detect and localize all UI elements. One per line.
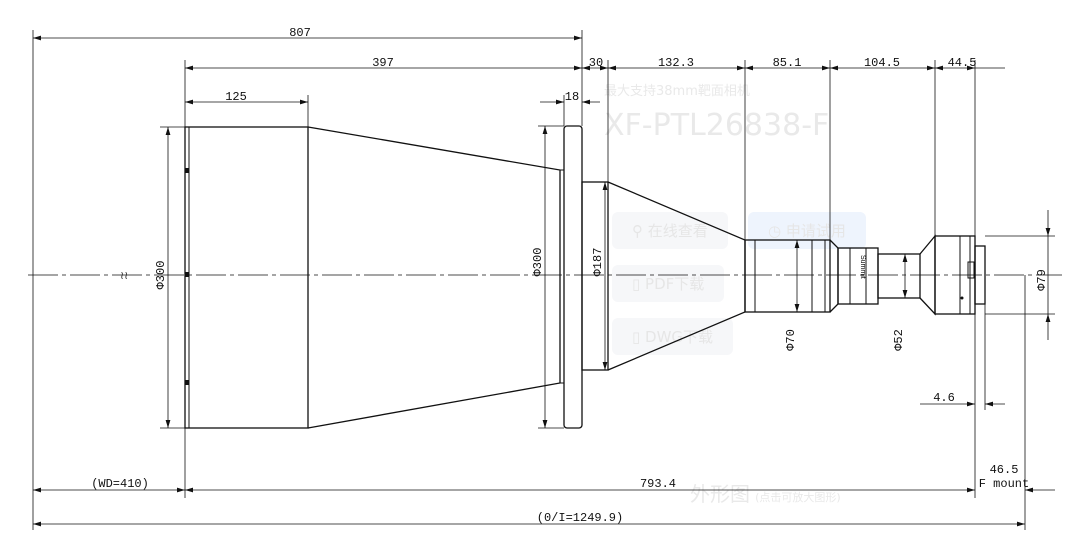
dim-barrel-diameter: Φ70: [784, 329, 798, 351]
lens-body: Summit: [184, 125, 986, 429]
break-symbol: ≀≀: [120, 271, 128, 283]
drawing-caption-text: 外形图: [690, 482, 750, 506]
dim-mount-offset: 4.6: [933, 391, 955, 405]
dim-overall-length: 807: [289, 26, 311, 40]
dim-front-diameter: Φ300: [154, 261, 168, 290]
dim-85-1: 85.1: [773, 56, 802, 70]
dim-rear-diameter: Φ79: [1035, 269, 1049, 291]
pdf-download-label: PDF下载: [645, 275, 705, 293]
apply-trial-button[interactable]: ◷ 申请试用: [748, 212, 866, 249]
dim-working-distance: (WD=410): [91, 477, 149, 491]
dim-front-to-flange: 397: [372, 56, 394, 70]
pdf-download-button[interactable]: ▯ PDF下载: [612, 265, 725, 302]
dim-mount-type: F mount: [979, 477, 1029, 491]
dimension-lines: [33, 35, 1055, 527]
view-online-label: 在线查看: [647, 222, 708, 240]
dim-object-to-image: (0/I=1249.9): [537, 511, 623, 525]
drawing-hint[interactable]: (点击可放大图形): [755, 491, 841, 504]
dim-104-5: 104.5: [864, 56, 900, 70]
dim-mid-diameter: Φ52: [892, 329, 906, 351]
dim-front-barrel: 125: [225, 90, 247, 104]
view-online-button[interactable]: ⚲ 在线查看: [612, 212, 728, 249]
apply-trial-label: 申请试用: [785, 222, 846, 240]
brand-engraving: Summit: [859, 255, 866, 279]
dwg-download-button[interactable]: ▯ DWG下载: [612, 318, 734, 355]
extension-lines: [32, 30, 1055, 530]
dim-flange-diameter: Φ300: [531, 248, 545, 277]
dim-flange-back: 46.5: [990, 463, 1019, 477]
dim-30: 30: [589, 56, 603, 70]
dim-flange-thickness: 18: [565, 90, 579, 104]
watermark-model: XF-PTL26838-F: [604, 108, 830, 143]
dim-tube-diameter: Φ187: [591, 248, 605, 277]
dim-132-3: 132.3: [658, 56, 694, 70]
dim-44-5: 44.5: [948, 56, 977, 70]
dim-lens-length: 793.4: [640, 477, 676, 491]
drawing-caption: 外形图 (点击可放大图形): [690, 478, 841, 507]
watermark-subtitle: 最大支持38mm靶面相机: [604, 84, 750, 99]
